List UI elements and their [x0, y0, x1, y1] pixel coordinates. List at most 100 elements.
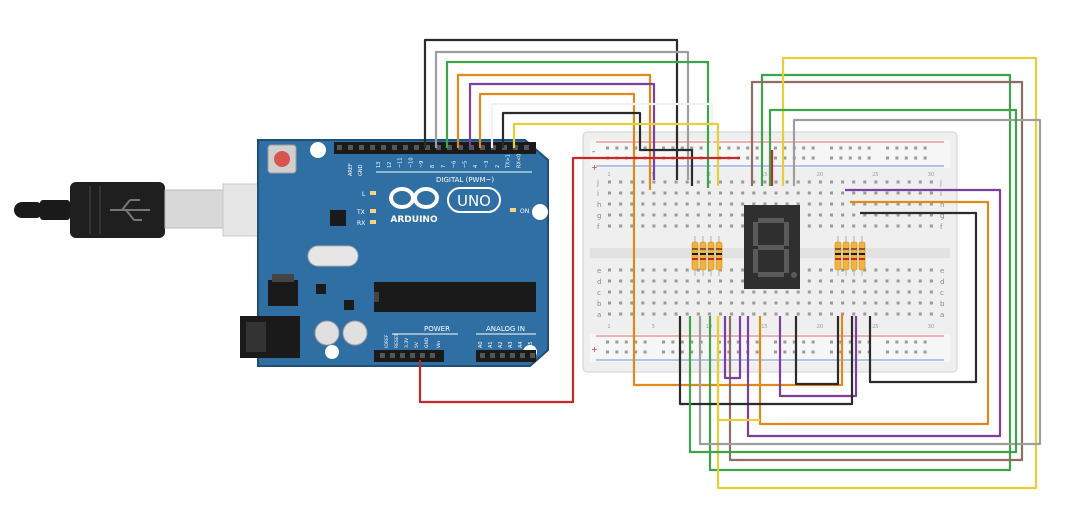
terminal-hole [807, 301, 811, 305]
terminal-hole [719, 191, 722, 195]
rail-minus-label: - [592, 147, 595, 157]
terminal-hole [774, 180, 778, 184]
terminal-hole [774, 312, 778, 316]
terminal-hole [852, 290, 856, 294]
terminal-hole [652, 268, 656, 272]
rail-plus-label: + [591, 163, 598, 172]
row-letter: c [940, 289, 944, 297]
terminal-hole [818, 180, 822, 184]
rail-hole [615, 146, 619, 150]
header-pin [380, 353, 385, 358]
terminal-hole [929, 312, 933, 316]
terminal-hole [929, 191, 933, 195]
rail-hole [783, 340, 787, 344]
terminal-hole [674, 279, 678, 283]
resistor-band [700, 248, 706, 250]
terminal-hole [796, 312, 800, 316]
rail-hole [671, 350, 675, 354]
rail-hole [904, 350, 908, 354]
resistor-band [835, 248, 841, 250]
terminal-hole [874, 180, 878, 184]
terminal-hole [929, 301, 933, 305]
rail-hole [774, 340, 777, 344]
rail-hole [718, 146, 721, 150]
terminal-hole [918, 268, 922, 272]
terminal-hole [830, 180, 833, 184]
terminal-hole [830, 268, 833, 272]
resistor-band [700, 253, 706, 255]
terminal-hole [863, 202, 867, 206]
atmega-chip [374, 282, 536, 312]
rx-led-label: RX [357, 220, 365, 227]
terminal-hole [863, 279, 867, 283]
terminal-hole [896, 224, 900, 228]
row-letter: b [597, 300, 602, 308]
resistor-band [716, 258, 722, 260]
rail-hole [727, 146, 731, 150]
header-pin [337, 145, 342, 150]
terminal-hole [630, 312, 634, 316]
analog-pin-label: A3 [508, 341, 514, 348]
rail-hole [923, 156, 927, 160]
rail-hole [923, 146, 927, 150]
terminal-hole [630, 180, 634, 184]
analog-pin-label: A1 [488, 341, 494, 348]
column-number: 30 [928, 172, 934, 178]
resistor-band [708, 248, 714, 250]
row-letter: j [596, 179, 599, 187]
terminal-hole [707, 290, 711, 294]
model-label: UNO [457, 192, 491, 210]
terminal-hole [863, 191, 867, 195]
terminal-hole [763, 202, 767, 206]
terminal-hole [719, 180, 722, 184]
rail-hole [736, 350, 740, 354]
digital-pin-label: ~9 [419, 161, 425, 168]
terminal-hole [752, 180, 756, 184]
terminal-hole [896, 290, 900, 294]
row-letter: a [940, 311, 944, 319]
brand-label: ARDUINO [390, 215, 438, 225]
terminal-hole [685, 268, 689, 272]
rail-hole [606, 146, 609, 150]
terminal-hole [785, 202, 789, 206]
terminal-hole [918, 301, 922, 305]
terminal-hole [874, 301, 878, 305]
smd-chip [316, 284, 326, 294]
resistor [707, 241, 715, 271]
rail-hole [783, 146, 787, 150]
resistor [834, 241, 842, 271]
resistor [715, 241, 723, 271]
terminal-hole [719, 290, 722, 294]
terminal-hole [685, 191, 689, 195]
terminal-hole [841, 191, 845, 195]
terminal-hole [885, 224, 889, 228]
terminal-hole [863, 268, 867, 272]
terminal-hole [741, 180, 745, 184]
row-letter: d [597, 278, 601, 286]
terminal-hole [818, 290, 822, 294]
resistor-band [716, 248, 722, 250]
header-pin [390, 353, 395, 358]
terminal-hole [863, 301, 867, 305]
terminal-hole [907, 268, 911, 272]
rail-hole [755, 156, 759, 160]
terminal-hole [752, 191, 756, 195]
terminal-hole [663, 279, 667, 283]
terminal-hole [807, 202, 811, 206]
crystal-oscillator [307, 245, 359, 267]
terminal-hole [907, 312, 911, 316]
column-number: 20 [817, 172, 823, 178]
terminal-hole [918, 191, 922, 195]
terminal-hole [730, 202, 734, 206]
terminal-hole [696, 180, 700, 184]
terminal-hole [830, 224, 833, 228]
rail-hole [830, 156, 833, 160]
reset-button-cap[interactable] [274, 151, 290, 167]
terminal-hole [608, 180, 611, 184]
terminal-hole [907, 279, 911, 283]
terminal-hole [619, 213, 623, 217]
rail-hole [802, 146, 806, 150]
terminal-hole [929, 213, 933, 217]
terminal-hole [907, 301, 911, 305]
